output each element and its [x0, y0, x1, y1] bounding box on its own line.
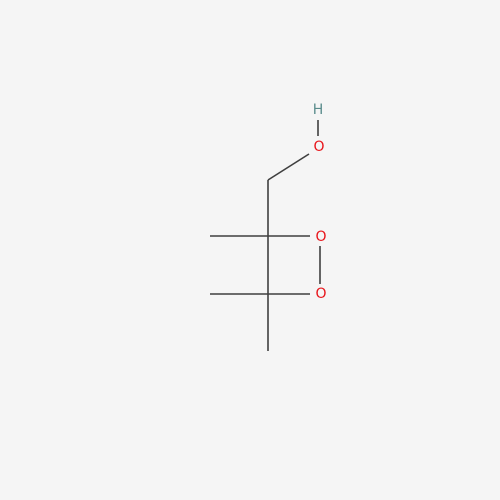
bond-ch2-to-oh — [267, 153, 310, 181]
atom-label-o-hydroxyl: O — [313, 139, 324, 155]
atom-label-o-ring-top: O — [315, 229, 326, 245]
atom-label-h-hydroxyl: H — [313, 102, 324, 118]
atom-labels: H O O O — [313, 102, 327, 302]
bonds — [210, 120, 321, 351]
atom-label-o-ring-bottom: O — [315, 286, 326, 302]
